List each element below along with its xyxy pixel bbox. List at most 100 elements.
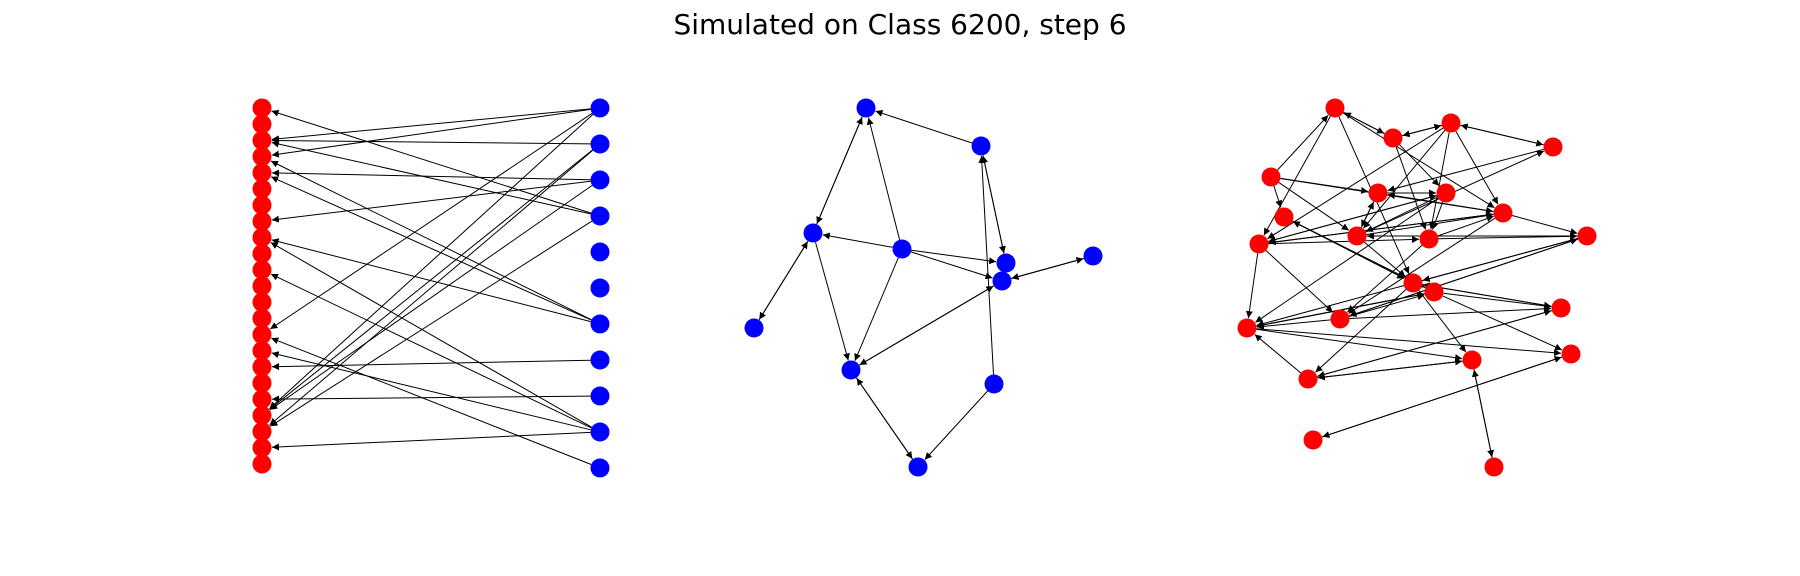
node-L0	[252, 98, 272, 118]
edge-N10-N11	[1437, 215, 1494, 237]
bipartite-panel-edges	[269, 108, 594, 465]
edge-N3-N0	[1277, 114, 1329, 171]
node-R2	[590, 170, 610, 190]
node-N21	[1303, 430, 1323, 450]
node-B1	[971, 136, 991, 156]
edge-N13-N19	[1418, 290, 1467, 353]
node-L2	[252, 130, 272, 150]
node-R8	[590, 386, 610, 406]
node-R4	[590, 242, 610, 262]
node-L19	[252, 405, 272, 425]
node-L21	[252, 438, 272, 458]
blue-graph-panel-edges	[758, 109, 1084, 460]
edge-B8-B2	[758, 241, 809, 321]
edge-N2-N8	[1267, 127, 1444, 240]
edge-R1-L20	[269, 149, 594, 426]
node-L1	[252, 114, 272, 134]
edge-N7-N16	[1255, 197, 1439, 323]
edges-layer	[269, 108, 1579, 465]
node-N17	[1551, 298, 1571, 318]
edge-R2-L4	[271, 169, 591, 181]
node-B3	[892, 239, 912, 259]
edge-N1-N7	[1399, 144, 1440, 187]
edge-N14-N18	[1442, 295, 1563, 351]
blue-graph-panel-nodes	[744, 98, 1103, 477]
edge-B3-B2	[822, 232, 893, 248]
node-N18	[1561, 344, 1581, 364]
edge-B2-B0	[816, 117, 863, 225]
node-R7	[590, 350, 610, 370]
edge-B10-B7	[856, 377, 914, 460]
edge-N9-N13	[1363, 241, 1406, 277]
node-L7	[252, 211, 272, 231]
figure-title: Simulated on Class 6200, step 6	[673, 8, 1127, 41]
node-L15	[252, 341, 272, 361]
edge-N1-N0	[1343, 112, 1385, 135]
node-L22	[252, 454, 272, 474]
node-N19	[1462, 350, 1482, 370]
edge-N22-N19	[1471, 369, 1493, 458]
edge-R10-L14	[271, 337, 592, 465]
node-R0	[590, 98, 610, 118]
edge-B3-B6	[910, 251, 993, 280]
edge-R9-L8	[270, 241, 593, 428]
edge-N21-N18	[1321, 356, 1562, 438]
node-L17	[252, 373, 272, 393]
edge-R1-L2	[271, 137, 591, 145]
edge-R6-L4	[270, 176, 592, 321]
bipartite-panel-nodes	[252, 98, 610, 478]
edge-R0-L14	[270, 112, 593, 330]
node-L9	[252, 244, 272, 264]
edge-B9-B10	[924, 390, 988, 460]
node-N9	[1347, 226, 1367, 246]
node-N3	[1261, 167, 1281, 187]
edge-N16-N18	[1256, 328, 1562, 357]
edge-B3-B0	[866, 117, 901, 240]
edge-N11-N6	[1387, 192, 1494, 212]
node-N14	[1424, 282, 1444, 302]
edge-N1-N10	[1395, 146, 1427, 230]
node-L3	[252, 147, 272, 167]
edge-N11-N15	[1348, 217, 1496, 314]
edge-N8-N16	[1245, 253, 1259, 319]
node-R6	[590, 314, 610, 334]
edge-R0-L3	[271, 108, 591, 158]
edge-R2-L19	[269, 184, 593, 411]
node-N12	[1577, 226, 1597, 246]
edge-B3-B7	[854, 257, 899, 361]
edge-N3-N5	[1273, 185, 1283, 208]
node-L12	[252, 292, 272, 312]
edge-B3-B4	[911, 249, 997, 265]
node-N7	[1436, 183, 1456, 203]
node-N13	[1403, 273, 1423, 293]
node-L10	[252, 260, 272, 280]
edge-R6-L3	[270, 160, 592, 321]
node-B6	[992, 271, 1012, 291]
edge-B6-B7	[859, 285, 995, 366]
node-N10	[1419, 229, 1439, 249]
edge-N9-N11	[1366, 212, 1494, 235]
edge-N8-N10	[1268, 236, 1420, 245]
edge-R3-L0	[271, 109, 592, 214]
node-L13	[252, 308, 272, 328]
node-R9	[590, 422, 610, 442]
edge-N17-N13	[1422, 282, 1552, 307]
edge-N8-N15	[1265, 250, 1334, 313]
node-R1	[590, 134, 610, 154]
edge-R2-L7	[271, 180, 591, 223]
node-N6	[1368, 183, 1388, 203]
node-N0	[1325, 98, 1345, 118]
edge-B4-B1	[981, 155, 1005, 254]
edge-N13-N20	[1315, 289, 1407, 373]
edge-N15-N16	[1256, 319, 1331, 330]
edge-N14-N17	[1443, 292, 1552, 310]
node-B5	[1083, 246, 1103, 266]
edge-N16-N19	[1256, 328, 1463, 362]
edge-B1-B0	[875, 109, 973, 144]
node-B9	[984, 374, 1004, 394]
node-L11	[252, 276, 272, 296]
node-B4	[996, 253, 1016, 273]
edge-N7-N10	[1431, 201, 1444, 230]
edge-B2-B7	[815, 242, 850, 361]
